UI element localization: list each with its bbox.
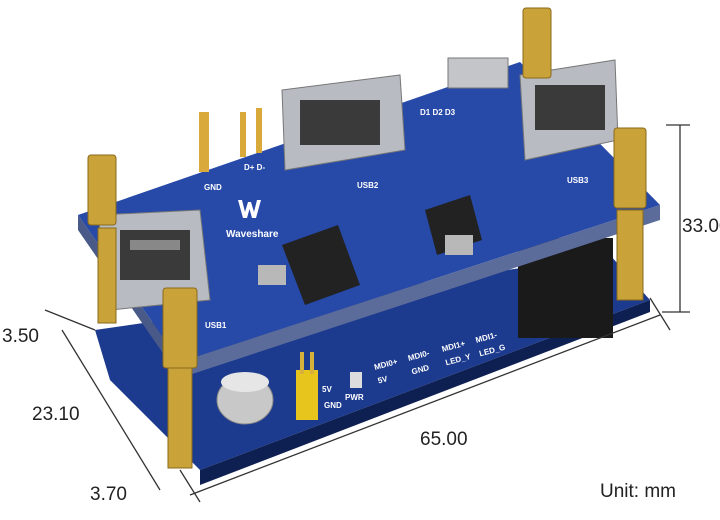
- dim-length: 65.00: [420, 429, 468, 450]
- brand-text: Waveshare: [226, 229, 279, 240]
- micro-usb-port: [447, 57, 509, 89]
- silk-gnd2: GND: [324, 401, 342, 410]
- dimension-lines: [44, 124, 690, 503]
- silk-leds: D1 D2 D3: [420, 108, 456, 117]
- silk-5v: 5V: [322, 385, 332, 394]
- silk-gnd: GND: [204, 183, 222, 192]
- dim-height: 33.00: [682, 216, 720, 237]
- usb-port: [281, 74, 406, 171]
- silk-dpdm: D+ D-: [244, 163, 265, 172]
- silk-usb1: USB1: [205, 321, 227, 330]
- header-cell: 5V: [377, 374, 389, 385]
- lower-board: [95, 238, 650, 485]
- dim-standoff-top: 3.50: [2, 326, 39, 347]
- usb-port: [97, 209, 211, 311]
- dim-standoff-bottom: 3.70: [90, 484, 127, 505]
- waveshare-logo: [238, 200, 261, 218]
- brass-standoffs: [87, 7, 647, 469]
- upper-board: GND D+ D- D1 D2 D3 USB2 USB3 USB1 Wavesh…: [78, 57, 660, 410]
- silk-pwr: PWR: [345, 393, 364, 402]
- silk-usb2: USB2: [357, 181, 379, 190]
- usb-port: [519, 59, 619, 161]
- dim-board-gap: 23.10: [32, 404, 80, 425]
- unit-label: Unit: mm: [600, 481, 676, 502]
- silk-usb3: USB3: [567, 176, 589, 185]
